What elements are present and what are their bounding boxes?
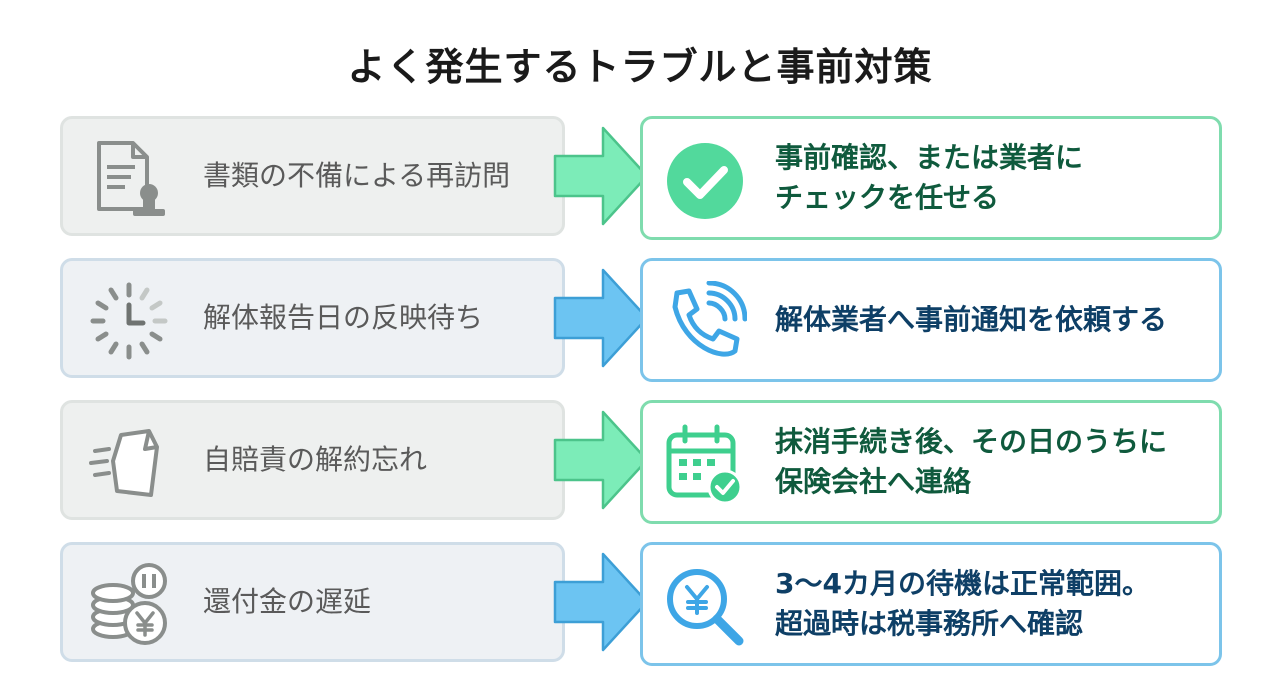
phone-call-icon	[672, 281, 747, 357]
document-stamp-icon	[97, 141, 165, 216]
solution-text: 抹消手続き後、その日のうちに 保険会社へ連絡	[775, 403, 1167, 521]
solution-card: 解体業者へ事前通知を依頼する	[640, 258, 1222, 382]
solution-line: チェックを任せる	[775, 181, 1000, 214]
problem-card: 還付金の遅延	[60, 542, 565, 662]
page-title: よく発生するトラブルと事前対策	[347, 45, 933, 89]
solution-text: 3〜4カ月の待機は正常範囲。 超過時は税事務所へ確認	[775, 545, 1150, 663]
arrow-right-icon	[553, 268, 649, 368]
trouble-row-2: 解体報告日の反映待ち 解体業者へ事前通知を依頼する	[60, 258, 1222, 382]
solution-line: 保険会社へ連絡	[775, 465, 972, 498]
problem-text: 自賠責の解約忘れ	[203, 443, 428, 476]
solution-line: 3〜4カ月の待機は正常範囲。	[775, 567, 1150, 600]
arrow-right-icon	[553, 552, 649, 652]
solution-text: 事前確認、または業者に チェックを任せる	[775, 119, 1083, 237]
trouble-row-1: 書類の不備による再訪問 事前確認、または業者に チェックを任せる	[60, 116, 1222, 240]
solution-card: 事前確認、または業者に チェックを任せる	[640, 116, 1222, 240]
solution-line: 事前確認、または業者に	[775, 141, 1084, 174]
problem-card: 解体報告日の反映待ち	[60, 258, 565, 378]
solution-line: 抹消手続き後、その日のうちに	[775, 425, 1168, 458]
clock-waiting-icon	[90, 282, 168, 360]
problem-text: 還付金の遅延	[203, 585, 372, 618]
solution-card: 3〜4カ月の待機は正常範囲。 超過時は税事務所へ確認	[640, 542, 1222, 666]
checkmark-circle-icon	[667, 143, 743, 219]
problem-card: 自賠責の解約忘れ	[60, 400, 565, 520]
yen-magnifier-icon	[667, 569, 744, 646]
trouble-row-4: 還付金の遅延 3〜4カ月の待機は正常範囲。 超過時は税事務所へ確認	[60, 542, 1222, 666]
problem-text: 書類の不備による再訪問	[203, 159, 511, 192]
solution-card: 抹消手続き後、その日のうちに 保険会社へ連絡	[640, 400, 1222, 524]
solution-line: 超過時は税事務所へ確認	[775, 607, 1084, 640]
solution-text: 解体業者へ事前通知を依頼する	[775, 261, 1167, 379]
solution-line: 解体業者へ事前通知を依頼する	[775, 303, 1168, 336]
calendar-check-icon	[666, 424, 743, 505]
flying-paper-icon	[89, 429, 159, 497]
trouble-row-3: 自賠責の解約忘れ 抹消手続き後、そ	[60, 400, 1222, 524]
arrow-right-icon	[553, 410, 649, 510]
arrow-right-icon	[553, 126, 649, 226]
problem-card: 書類の不備による再訪問	[60, 116, 565, 236]
coins-yen-icon	[91, 563, 167, 645]
problem-text: 解体報告日の反映待ち	[203, 301, 484, 334]
